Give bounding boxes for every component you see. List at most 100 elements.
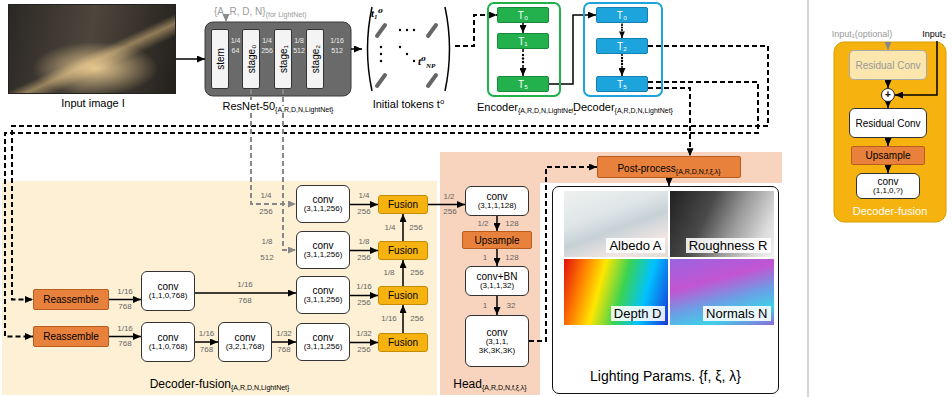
dimension-label: 768 [200, 346, 213, 354]
connector-arrow [668, 178, 670, 186]
connector-arrow [272, 341, 296, 343]
dimension-label: 1/4 [358, 192, 369, 200]
upsample-box: Upsample [851, 146, 925, 165]
dimension-label: 1/8 [261, 238, 272, 246]
subscript-text: NP [426, 62, 435, 70]
upsample-box: Upsample [462, 231, 532, 249]
dimension-label: Input₂ [922, 30, 946, 39]
node-label: conv [312, 194, 333, 205]
connector-arrow [283, 89, 296, 250]
node-label: (3,1,1, 3K,3K,3K) [468, 338, 526, 356]
connector-arrow [402, 214, 404, 241]
dimension-label: 512 [293, 47, 305, 54]
caption-text: Head [453, 377, 482, 391]
connector-arrow [350, 295, 378, 297]
node-label: conv [486, 191, 507, 202]
dimension-label: 768 [277, 346, 290, 354]
dimension-label: 1/4 [260, 192, 271, 200]
node-label: Fusion [388, 290, 418, 301]
node-label: Post-process [617, 163, 675, 174]
conv-box: conv(3,1,1,256) [296, 231, 350, 269]
fusion-box: Fusion [378, 241, 428, 260]
residual-conv-optional: Residual Conv [849, 50, 927, 80]
dimension-label: 1 [483, 254, 487, 262]
input-photo: Input image I [8, 4, 176, 94]
node-label: Fusion [388, 199, 418, 210]
legend-fill [834, 42, 946, 222]
subscript-text: {A,R,D,N,LightNet} [518, 107, 576, 114]
connector-arrow [351, 48, 362, 50]
token-matrix: t₁⁰t⁰NPInitial tokens t⁰ [362, 4, 455, 94]
reassemble-box: Reassemble [33, 289, 109, 310]
separator-line [808, 0, 809, 397]
input-arrow [887, 42, 889, 50]
backbone-fill [205, 22, 351, 96]
connector-arrow [549, 15, 596, 84]
node-label: stage₀ [246, 45, 257, 74]
stage-bar: stage₀ [242, 29, 260, 89]
annotation-text: {A, R, D, N} [214, 6, 266, 17]
subscript-text: {A,R,D,N,LightNet} [615, 107, 673, 114]
dimension-label: 32 [507, 302, 516, 310]
node-label: + [885, 90, 891, 100]
dimension-label: 256 [261, 47, 273, 54]
dimension-label: 1/8 [383, 269, 394, 277]
conv-box: conv(1,1,0,768) [141, 322, 195, 362]
subscript-text: {A,R,D,N,f,ξ,λ} [676, 168, 721, 175]
token-label: t₁⁰ [371, 8, 383, 19]
conv-box: conv(3,2,1,768) [218, 322, 272, 362]
connector-arrow [496, 296, 498, 315]
node-label: conv [312, 240, 333, 251]
node-label: (1,1,0,768) [149, 292, 188, 301]
label-line: Post-process{A,R,D,N,f,ξ,λ} [617, 158, 720, 176]
connector-arrow [402, 260, 404, 286]
connector-arrow [195, 341, 218, 343]
node-label: Reassemble [43, 294, 99, 305]
connector-arrow [887, 165, 889, 173]
node-label: conv [234, 332, 255, 343]
conv-box: conv+BN(3,1,1,32) [465, 266, 529, 296]
connector-arrow [5, 82, 758, 337]
map-label: Roughness R [686, 238, 771, 253]
stem-bar: stem [211, 29, 229, 89]
caption-label: Lighting Params. {f, ξ, λ} [553, 366, 778, 385]
caption-label: Decoder-fusion{A,R,D,N,LightNet} [2, 373, 437, 392]
map-label: Depth D [611, 306, 665, 321]
node-label: (3,1,1,128) [478, 202, 517, 211]
connector-arrow [350, 204, 378, 206]
node-label: Residual Conv [855, 118, 920, 129]
dimension-label: 1/4 [231, 37, 241, 44]
map-label: Albedo A [606, 238, 664, 253]
annotation-group: {A, R, D, N}(for LightNet) [214, 1, 307, 19]
caption-text: Decoder-fusion [853, 205, 928, 217]
dimension-label: 256 [357, 299, 370, 307]
node-label: (3,2,1,768) [226, 343, 265, 352]
connector-arrow [109, 299, 141, 301]
dimension-label: 1/4 [262, 37, 272, 44]
node-label: (3,1,1,256) [304, 251, 343, 260]
dimension-label: 1/2 [443, 193, 454, 201]
fusion-box: Fusion [378, 333, 428, 352]
dimension-label: 1/16 [237, 281, 253, 289]
caption-label: Initial tokens t⁰ [352, 97, 465, 110]
connector-arrow [621, 23, 623, 38]
subscript-text: {A,R,D,N,LightNet} [231, 384, 289, 391]
token-label: t⁰ [418, 55, 426, 67]
decoder-block: Decoder{A,R,D,N,LightNet}T₀T₂T₅ [583, 2, 663, 97]
node-label: Upsample [474, 235, 519, 246]
caption-label: ResNet-50{A,R,D,N,LightNet} [195, 99, 361, 115]
conv-box: conv(3,1,1,256) [296, 276, 350, 314]
caption-text: Input image I [61, 97, 125, 109]
dimension-label: 1 [483, 302, 487, 310]
token-matrix-drawing [368, 7, 450, 91]
conv-box: conv(1,1,0,768) [141, 271, 195, 311]
subscript-text: {A,R,D,N,f,ξ,λ} [482, 384, 527, 391]
node-label: conv [157, 281, 178, 292]
dimension-label: 768 [238, 297, 251, 305]
dimension-label: 1/16 [117, 325, 133, 333]
node-label: T₂ [617, 41, 627, 52]
node-label: Upsample [865, 150, 910, 161]
transformer-block: T₂ [596, 38, 648, 54]
conv-box: conv(3,1,1,256) [296, 185, 350, 223]
token-label-group: t⁰NP [418, 56, 435, 70]
